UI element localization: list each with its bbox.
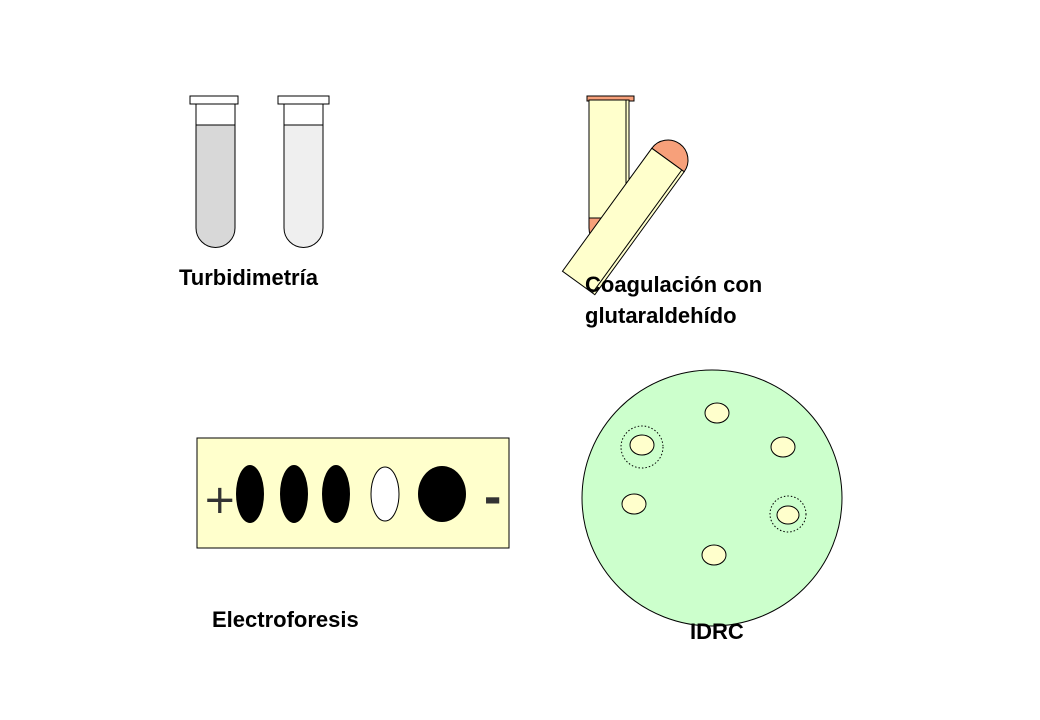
band-3 (322, 465, 350, 523)
turbidimetry-tubes (189, 95, 330, 248)
band-4 (370, 466, 400, 522)
band-1 (236, 465, 264, 523)
well-lower-right (776, 505, 800, 525)
band-2 (280, 465, 308, 523)
positive-electrode-sign: + (203, 477, 237, 523)
coagulation-tube-tilted (561, 139, 689, 296)
well-upper-right (770, 436, 796, 458)
test-tube-clear (277, 95, 330, 248)
agar-plate (581, 369, 843, 627)
label-electrophoresis: Electroforesis (212, 607, 359, 632)
well-top (704, 402, 730, 424)
label-coagulation-line-2: glutaraldehído (585, 303, 737, 328)
band-5 (418, 466, 466, 522)
idrc-plate (581, 369, 843, 627)
label-turbidimetry: Turbidimetría (179, 265, 318, 290)
label-idrc: IDRC (690, 619, 744, 644)
coagulation-tubes (561, 95, 689, 296)
test-tube-turbid (189, 95, 239, 248)
label-coagulation-line-1: Coagulación con (585, 272, 763, 297)
negative-electrode-sign: - (484, 468, 501, 526)
precipitin-ring-right (769, 495, 807, 533)
precipitin-ring-left (620, 425, 664, 469)
well-lower-left (621, 493, 647, 515)
well-bottom (701, 544, 727, 566)
electrophoresis-strip: + - (196, 437, 510, 549)
well-upper-left (629, 434, 655, 456)
